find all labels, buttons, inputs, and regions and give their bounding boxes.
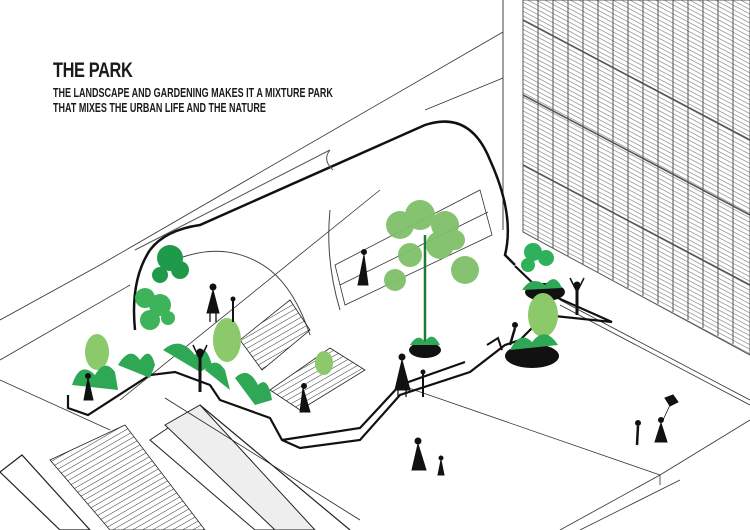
escalator-stairs bbox=[0, 397, 361, 530]
ground-lines bbox=[0, 31, 750, 530]
trees bbox=[72, 200, 562, 405]
people bbox=[83, 249, 679, 476]
title-block: THE PARK THE LANDSCAPE AND GARDENING MAK… bbox=[53, 60, 442, 116]
subtitle-line-2: THAT MIXES THE URBAN LIFE AND THE NATURE bbox=[53, 101, 266, 115]
page-title: THE PARK bbox=[53, 59, 133, 82]
subtitle-line-1: THE LANDSCAPE AND GARDENING MAKES IT A M… bbox=[53, 86, 333, 100]
building-facade bbox=[502, 0, 750, 356]
stepped-seating bbox=[239, 299, 366, 411]
